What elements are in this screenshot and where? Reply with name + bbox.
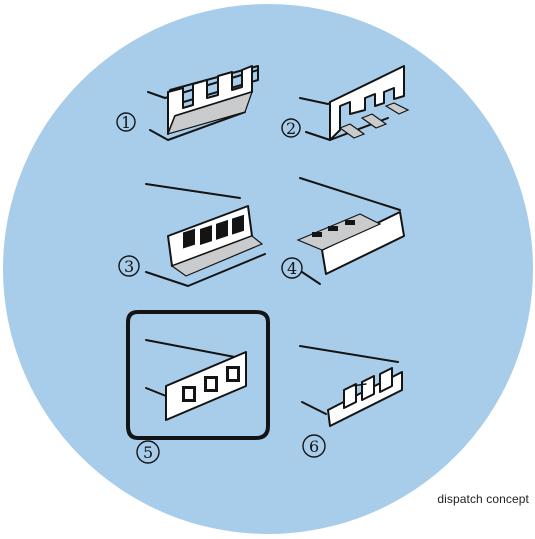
sketch-6: 6 [299,345,403,458]
sketch-4: 4 [281,177,405,285]
label-5: 5 [143,443,153,462]
label-circle-5 [136,440,160,464]
sketch-2: 2 [281,65,410,141]
label-circle-2 [281,118,301,138]
background-circle [3,4,533,534]
label-2: 2 [286,119,296,138]
label-4: 4 [287,259,297,278]
caption: dispatch concept [437,492,529,506]
label-3: 3 [124,257,134,276]
label-circle-1 [116,112,136,132]
label-circle-3 [118,255,140,277]
label-circle-4 [281,257,303,279]
label-6: 6 [309,437,319,456]
sketch-1: 1 [116,65,259,141]
label-1: 1 [121,113,131,132]
label-circle-6 [302,434,326,458]
sketch-3: 3 [118,183,266,287]
sketch-5: 5 [126,310,270,464]
